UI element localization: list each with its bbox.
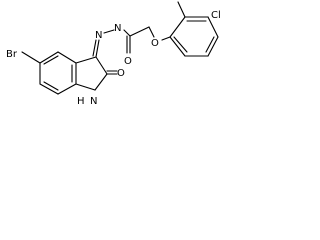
- bond: [205, 36, 215, 53]
- bond: [95, 56, 108, 75]
- bond: [39, 83, 59, 95]
- bond: [169, 36, 186, 57]
- lactam-oxygen-label: O: [117, 68, 125, 79]
- bond: [148, 26, 155, 38]
- bond: [21, 51, 41, 64]
- nh-hydrogen-label: H: [77, 96, 85, 107]
- bond: [169, 16, 186, 38]
- bond: [43, 55, 59, 65]
- bond: [103, 29, 115, 34]
- bond: [129, 26, 150, 37]
- bond: [57, 51, 77, 64]
- chlorine-label: Cl: [211, 10, 221, 21]
- bond: [92, 39, 97, 57]
- imine-nitrogen-label: N: [95, 30, 102, 41]
- bromine-label: Br: [6, 49, 18, 60]
- ether-oxygen-label: O: [151, 38, 159, 49]
- bond: [123, 29, 131, 37]
- atom-labels: Br H N O N N O O Cl: [6, 10, 221, 107]
- bond: [94, 73, 108, 91]
- nh-nitrogen-label: N: [90, 96, 97, 107]
- bond: [57, 83, 77, 95]
- bond-lines: [21, 1, 219, 95]
- bond: [161, 36, 171, 41]
- bond: [75, 56, 97, 64]
- hydrazide-nitrogen-label: N: [114, 23, 121, 34]
- bond: [43, 81, 59, 91]
- bond: [177, 1, 186, 18]
- bond: [75, 83, 96, 91]
- bond: [207, 36, 219, 57]
- carbonyl-oxygen-label: O: [124, 56, 132, 67]
- bond: [39, 51, 59, 64]
- chemical-structure-diagram: Br H N O N N O O Cl: [6, 1, 221, 107]
- bond: [207, 16, 219, 38]
- bond: [95, 39, 100, 58]
- bond: [173, 36, 188, 53]
